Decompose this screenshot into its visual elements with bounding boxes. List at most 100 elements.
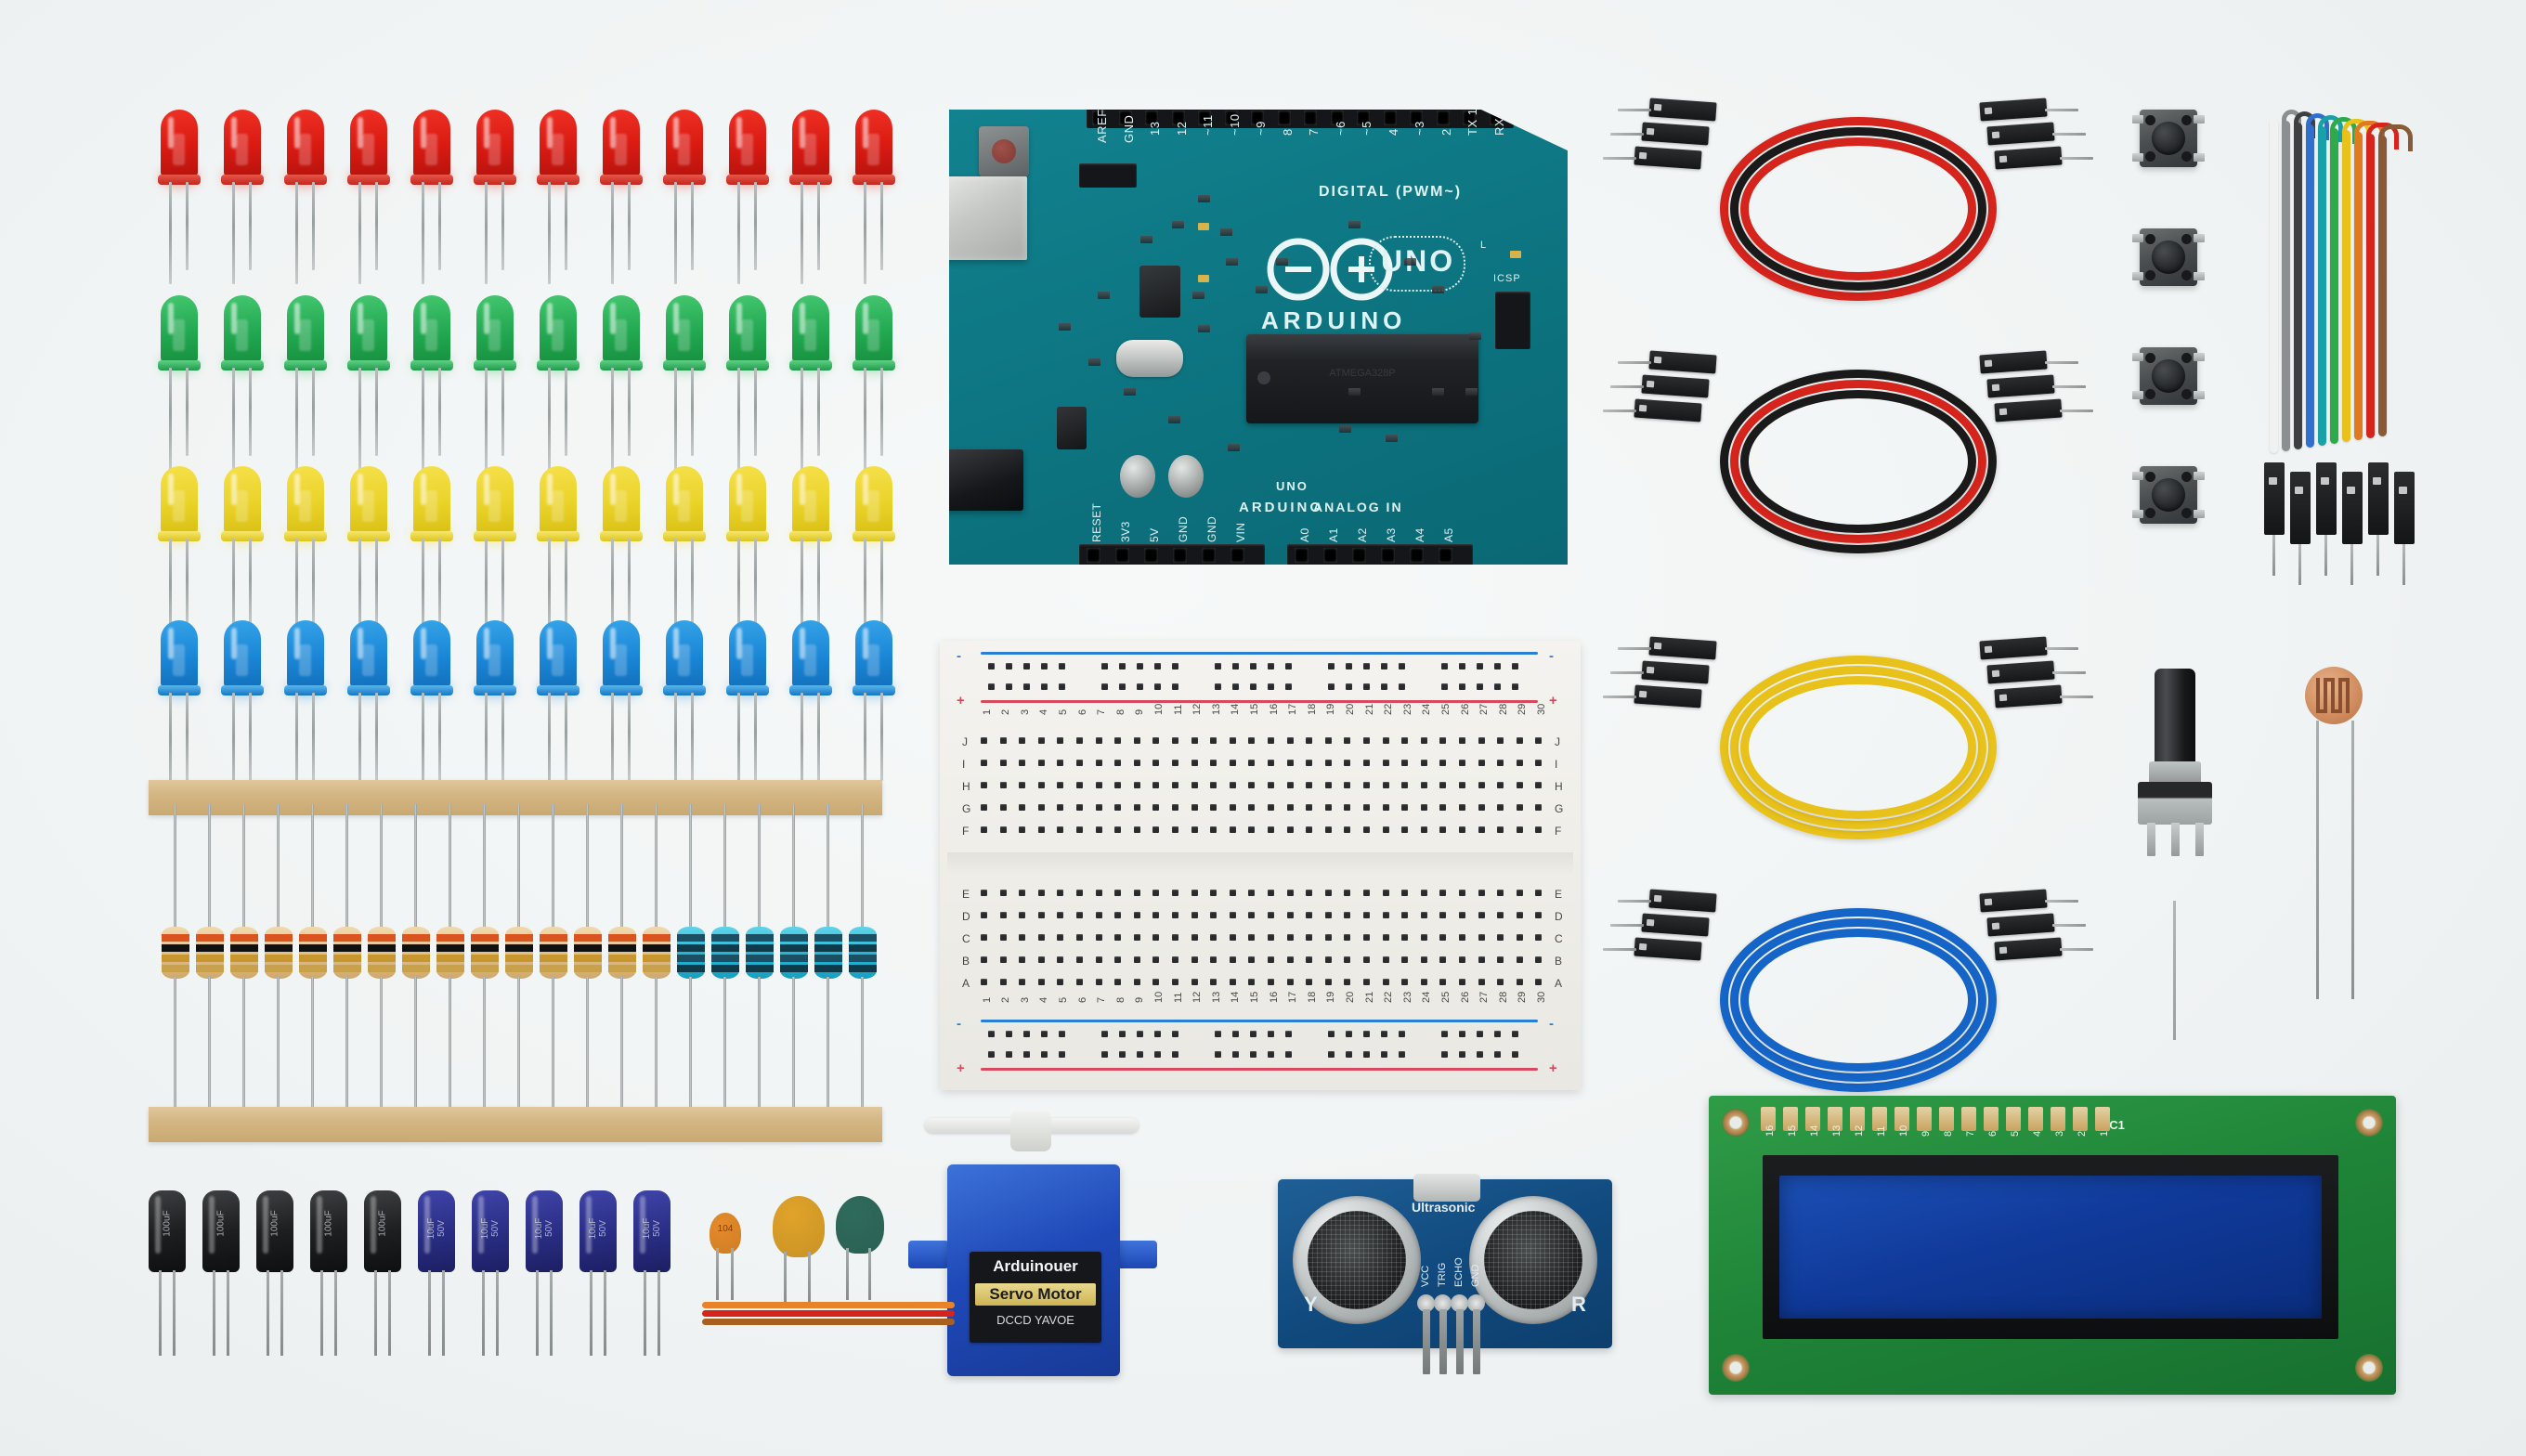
breadboard-hole[interactable] bbox=[1076, 912, 1083, 918]
breadboard-rail-hole[interactable] bbox=[1512, 683, 1518, 690]
breadboard-hole[interactable] bbox=[1248, 804, 1256, 811]
breadboard-rail-hole[interactable] bbox=[1006, 1031, 1012, 1037]
breadboard-rail-hole[interactable] bbox=[1119, 683, 1126, 690]
breadboard-hole[interactable] bbox=[1324, 760, 1332, 766]
breadboard-hole[interactable] bbox=[1497, 934, 1504, 941]
breadboard-rail-hole[interactable] bbox=[1023, 663, 1030, 670]
breadboard-hole[interactable] bbox=[1516, 826, 1523, 833]
power-pin-socket[interactable] bbox=[1115, 548, 1129, 563]
breadboard-hole[interactable] bbox=[1229, 826, 1236, 833]
breadboard-hole[interactable] bbox=[1133, 934, 1140, 941]
breadboard-hole[interactable] bbox=[1497, 782, 1504, 788]
breadboard-hole[interactable] bbox=[1516, 912, 1523, 918]
digital-pin-socket[interactable] bbox=[1330, 110, 1344, 125]
breadboard-hole[interactable] bbox=[1478, 890, 1485, 896]
breadboard-hole[interactable] bbox=[1306, 934, 1313, 941]
breadboard-rail-hole[interactable] bbox=[1041, 663, 1048, 670]
digital-pin-socket[interactable] bbox=[1224, 110, 1238, 125]
breadboard-hole[interactable] bbox=[1344, 979, 1351, 985]
breadboard-hole[interactable] bbox=[999, 934, 1007, 941]
led-red[interactable] bbox=[789, 110, 832, 286]
breadboard-hole[interactable] bbox=[1133, 979, 1140, 985]
breadboard-hole[interactable] bbox=[1248, 890, 1256, 896]
breadboard-hole[interactable] bbox=[1497, 979, 1504, 985]
jumper-connector[interactable] bbox=[1986, 660, 2055, 684]
led-blue[interactable] bbox=[789, 620, 832, 797]
breadboard-hole[interactable] bbox=[1382, 890, 1389, 896]
breadboard-hole[interactable] bbox=[1210, 956, 1217, 963]
breadboard-hole[interactable] bbox=[1344, 956, 1351, 963]
breadboard-rail-hole[interactable] bbox=[1399, 1031, 1405, 1037]
breadboard-hole[interactable] bbox=[1497, 890, 1504, 896]
breadboard-hole[interactable] bbox=[1057, 934, 1064, 941]
breadboard-rail-hole[interactable] bbox=[1232, 1051, 1239, 1058]
breadboard-rail-hole[interactable] bbox=[1268, 683, 1274, 690]
breadboard-hole[interactable] bbox=[1152, 934, 1160, 941]
breadboard-rail-hole[interactable] bbox=[1059, 1051, 1065, 1058]
led-green[interactable] bbox=[663, 295, 706, 472]
breadboard-hole[interactable] bbox=[1478, 934, 1485, 941]
jumper-connector[interactable] bbox=[1979, 350, 2048, 374]
breadboard-hole[interactable] bbox=[981, 890, 987, 896]
breadboard-rail-hole[interactable] bbox=[1494, 1051, 1501, 1058]
breadboard-hole[interactable] bbox=[1363, 890, 1370, 896]
breadboard-rail-hole[interactable] bbox=[1154, 663, 1161, 670]
breadboard-hole[interactable] bbox=[1363, 912, 1370, 918]
led-yellow[interactable] bbox=[347, 466, 390, 643]
breadboard-hole[interactable] bbox=[981, 979, 987, 985]
breadboard-hole[interactable] bbox=[1306, 760, 1313, 766]
digital-pin-socket[interactable] bbox=[1383, 110, 1397, 125]
breadboard-hole[interactable] bbox=[1210, 760, 1217, 766]
lcd-pin-pad[interactable] bbox=[1805, 1107, 1820, 1131]
breadboard-rail-hole[interactable] bbox=[1285, 683, 1292, 690]
breadboard-hole[interactable] bbox=[1286, 737, 1294, 744]
led-blue[interactable] bbox=[221, 620, 264, 797]
breadboard-rail-hole[interactable] bbox=[1441, 663, 1448, 670]
jumper-connector[interactable] bbox=[1641, 913, 1710, 937]
breadboard-hole[interactable] bbox=[1286, 912, 1294, 918]
breadboard-hole[interactable] bbox=[981, 826, 987, 833]
breadboard-hole[interactable] bbox=[1401, 890, 1409, 896]
breadboard-rail-hole[interactable] bbox=[1381, 683, 1387, 690]
breadboard-rail-hole[interactable] bbox=[1285, 663, 1292, 670]
led-green[interactable] bbox=[537, 295, 579, 472]
ultrasonic-pin-pad[interactable] bbox=[1467, 1294, 1485, 1312]
breadboard-hole[interactable] bbox=[1401, 782, 1409, 788]
breadboard-hole[interactable] bbox=[999, 782, 1007, 788]
breadboard-hole[interactable] bbox=[1095, 890, 1102, 896]
jumper-connector[interactable] bbox=[1641, 122, 1710, 146]
jumper-connector[interactable] bbox=[1648, 350, 1717, 374]
breadboard-hole[interactable] bbox=[1420, 912, 1427, 918]
led-green[interactable] bbox=[474, 295, 516, 472]
breadboard-hole[interactable] bbox=[999, 804, 1007, 811]
breadboard-hole[interactable] bbox=[1114, 956, 1122, 963]
breadboard-hole[interactable] bbox=[1439, 890, 1447, 896]
breadboard-hole[interactable] bbox=[999, 890, 1007, 896]
ultrasonic-pin-pad[interactable] bbox=[1451, 1294, 1468, 1312]
breadboard-rail-hole[interactable] bbox=[1346, 663, 1352, 670]
tactile-push-button[interactable] bbox=[2132, 110, 2205, 167]
led-green[interactable] bbox=[347, 295, 390, 472]
breadboard-hole[interactable] bbox=[1286, 934, 1294, 941]
breadboard-hole[interactable] bbox=[1363, 804, 1370, 811]
breadboard-rail-hole[interactable] bbox=[988, 683, 995, 690]
breadboard-hole[interactable] bbox=[1037, 979, 1045, 985]
breadboard-hole[interactable] bbox=[1133, 956, 1140, 963]
breadboard-hole[interactable] bbox=[999, 737, 1007, 744]
breadboard-rail-hole[interactable] bbox=[1101, 683, 1108, 690]
led-red[interactable] bbox=[221, 110, 264, 286]
breadboard-hole[interactable] bbox=[1459, 979, 1465, 985]
jumper-connector[interactable] bbox=[1979, 889, 2048, 913]
breadboard-rail-hole[interactable] bbox=[1477, 1051, 1483, 1058]
breadboard-hole[interactable] bbox=[1459, 804, 1465, 811]
breadboard-hole[interactable] bbox=[1114, 912, 1122, 918]
breadboard-hole[interactable] bbox=[1191, 979, 1198, 985]
red-black-jumper-coil[interactable] bbox=[1603, 89, 2099, 321]
breadboard-hole[interactable] bbox=[1076, 826, 1083, 833]
breadboard-rail-hole[interactable] bbox=[1441, 1031, 1448, 1037]
breadboard-hole[interactable] bbox=[1248, 912, 1256, 918]
breadboard-rail-hole[interactable] bbox=[988, 1031, 995, 1037]
breadboard-hole[interactable] bbox=[1535, 890, 1543, 896]
jumper-connector[interactable] bbox=[1979, 636, 2048, 660]
led-yellow[interactable] bbox=[789, 466, 832, 643]
